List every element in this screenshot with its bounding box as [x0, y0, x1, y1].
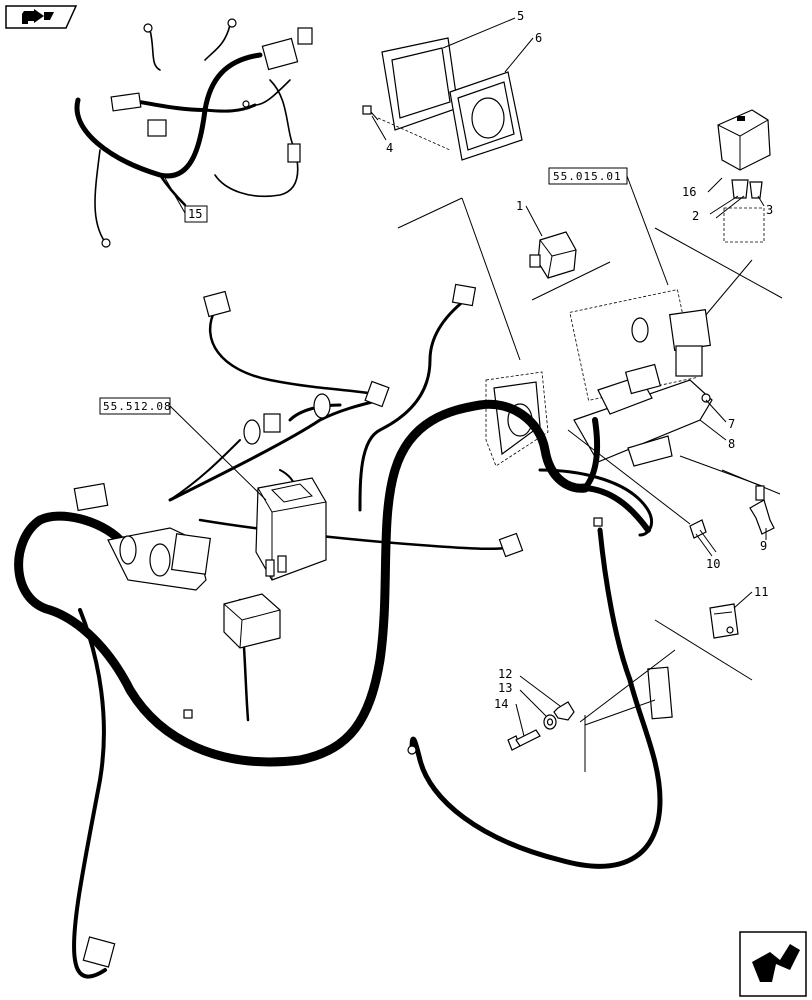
callout-9: 9 [760, 539, 767, 553]
harness-grommet [485, 371, 549, 467]
callout-13: 13 [498, 681, 512, 695]
next-page-icon[interactable] [739, 931, 807, 997]
callout-7: 7 [728, 417, 735, 431]
callout-2: 2 [692, 209, 699, 223]
clip-9 [749, 485, 775, 535]
reference-a-label: 55.015.01 [553, 170, 622, 183]
ecu-module [255, 477, 327, 581]
control-module-bracket [569, 289, 713, 467]
washer-13 [543, 714, 557, 730]
callout-5: 5 [517, 9, 524, 23]
bolt-4 [362, 105, 379, 121]
bolt-10 [689, 519, 717, 557]
main-wiring-harness [14, 283, 673, 979]
bracket-11 [709, 603, 739, 639]
callout-3: 3 [766, 203, 773, 217]
gasket-plate-5 [381, 37, 459, 131]
callout-15-label: 15 [188, 207, 202, 221]
reference-box-b[interactable]: 55.512.08 [99, 397, 172, 415]
nut-12 [553, 701, 575, 721]
callout-1: 1 [516, 199, 523, 213]
callout-15: 15 [184, 205, 208, 223]
callout-10: 10 [706, 557, 720, 571]
sub-harness-15 [74, 18, 313, 248]
callout-11: 11 [754, 585, 768, 599]
seal-boot-6 [449, 71, 523, 161]
bolt-14 [507, 729, 541, 751]
callout-8: 8 [728, 437, 735, 451]
callout-4: 4 [386, 141, 393, 155]
reference-box-a[interactable]: 55.015.01 [548, 167, 628, 185]
callout-12: 12 [498, 667, 512, 681]
reference-b-label: 55.512.08 [103, 400, 172, 413]
relay-1 [529, 231, 577, 279]
rubber-block [223, 593, 281, 649]
relay-cover-16 [717, 109, 771, 171]
callout-6: 6 [535, 31, 542, 45]
previous-page-icon[interactable] [5, 5, 78, 29]
callout-16: 16 [682, 185, 696, 199]
fuse-2 [731, 179, 763, 199]
callout-14: 14 [494, 697, 508, 711]
